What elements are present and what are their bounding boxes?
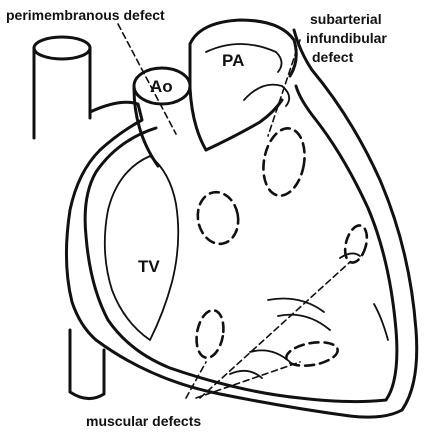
subarterial-defect: [258, 125, 309, 199]
muscular-defect-left: [193, 308, 227, 360]
perimembranous-defect: [194, 189, 242, 247]
label-tricuspid-valve: TV: [138, 257, 160, 276]
label-pulmonary-artery: PA: [222, 51, 244, 70]
tricuspid-valve-region: [105, 156, 178, 340]
label-muscular-defects: muscular defects: [86, 413, 201, 429]
label-subarterial-line2: infundibular: [306, 30, 387, 46]
label-aorta: Ao: [150, 77, 173, 96]
label-subarterial-line1: subarterial: [310, 11, 382, 27]
label-subarterial-line3: defect: [312, 49, 354, 65]
septal-trabeculations: [230, 253, 388, 378]
label-perimembranous-defect: perimembranous defect: [6, 7, 165, 23]
muscular-defect-upper: [341, 223, 370, 265]
heart-outline: [66, 30, 416, 417]
